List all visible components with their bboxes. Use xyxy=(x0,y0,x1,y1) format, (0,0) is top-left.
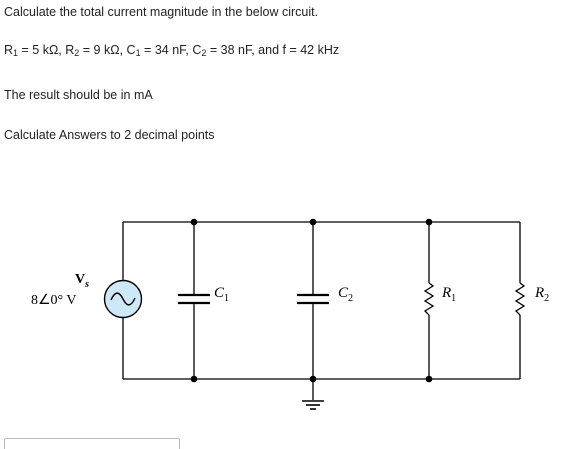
capacitor-c1-symbol xyxy=(178,293,210,305)
r2-subscript: 2 xyxy=(74,48,80,58)
r1-label: R xyxy=(4,43,14,57)
question-text: Calculate the total current magnitude in… xyxy=(4,5,319,19)
r1-value: = 5 kΩ, xyxy=(18,43,66,57)
c2-subscript: 2 xyxy=(201,48,207,58)
unit-instruction: The result should be in mA xyxy=(4,88,153,102)
ground-symbol xyxy=(302,400,324,410)
wires xyxy=(122,221,521,400)
c1-subscript: 1 xyxy=(135,48,141,58)
r2-label: R xyxy=(65,43,75,57)
resistor-r1-symbol xyxy=(423,282,435,316)
r2-value: = 9 kΩ, xyxy=(79,43,127,57)
voltage-source-symbol xyxy=(103,279,143,319)
c1-label-diagram: C1 xyxy=(214,285,229,304)
r1-label-diagram: R1 xyxy=(441,285,456,304)
junction-nodes xyxy=(190,218,433,383)
c1-value: = 34 nF, xyxy=(140,43,193,57)
capacitor-c2-symbol xyxy=(297,293,329,305)
c2-label-diagram: C2 xyxy=(338,285,353,304)
precision-instruction: Calculate Answers to 2 decimal points xyxy=(4,128,215,142)
c1-label: C xyxy=(126,43,136,57)
parameter-line: R1 = 5 kΩ, R2 = 9 kΩ, C1 = 34 nF, C2 = 3… xyxy=(4,43,339,58)
c2-value: = 38 nF, and f = 42 kHz xyxy=(206,43,340,57)
resistor-r2-symbol xyxy=(514,282,526,316)
c2-label: C xyxy=(192,43,202,57)
source-value: 8∠0° V xyxy=(31,293,77,308)
source-label: Vs xyxy=(75,272,89,290)
answer-input[interactable] xyxy=(4,438,180,449)
r1-subscript: 1 xyxy=(13,48,19,58)
r2-label-diagram: R2 xyxy=(534,285,549,304)
